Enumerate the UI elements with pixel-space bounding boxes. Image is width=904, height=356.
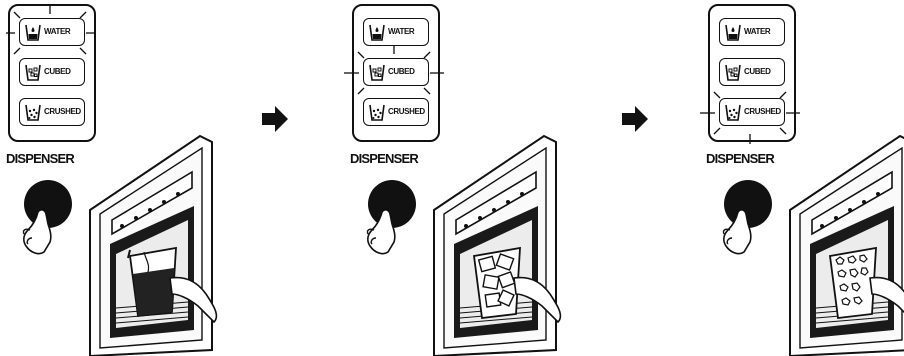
crushed-label: CRUSHED <box>744 107 781 116</box>
step-3: WATER CUBED CRUSHED <box>700 0 904 356</box>
step-2: WATER CUBED CRUSHED <box>344 0 644 356</box>
crushed-ice-cup-icon <box>368 102 386 122</box>
water-cup-icon <box>368 22 386 42</box>
crushed-ice-cup-icon <box>724 102 742 122</box>
cubed-label: CUBED <box>44 67 70 76</box>
crushed-label: CRUSHED <box>388 107 425 116</box>
crushed-button[interactable]: CRUSHED <box>363 98 429 126</box>
dispenser-press-icon <box>352 168 422 268</box>
cubed-button[interactable]: CUBED <box>363 58 429 86</box>
water-button[interactable]: WATER <box>363 18 429 46</box>
crushed-label: CRUSHED <box>44 107 81 116</box>
dispenser-label: DISPENSER <box>706 151 774 166</box>
water-label: WATER <box>44 27 70 36</box>
water-cup-icon <box>24 22 42 42</box>
cubed-ice-cup-icon <box>368 62 386 82</box>
water-cup-icon <box>724 22 742 42</box>
crushed-button[interactable]: CRUSHED <box>719 98 785 126</box>
cubed-ice-cup-icon <box>724 62 742 82</box>
control-panel: WATER CUBED CRUSHED <box>708 4 796 142</box>
control-panel: WATER CUBED CRUSHED <box>8 4 96 142</box>
refrigerator-dispenser <box>424 130 634 356</box>
dispenser-press-icon <box>8 168 78 268</box>
water-label: WATER <box>388 27 414 36</box>
cubed-button[interactable]: CUBED <box>719 58 785 86</box>
control-panel: WATER CUBED CRUSHED <box>352 4 440 142</box>
right-arrow-icon <box>620 104 650 134</box>
dispenser-label: DISPENSER <box>6 151 74 166</box>
cubed-button[interactable]: CUBED <box>19 58 85 86</box>
crushed-ice-cup-icon <box>24 102 42 122</box>
cubed-label: CUBED <box>744 67 770 76</box>
dispenser-label: DISPENSER <box>350 151 418 166</box>
water-button[interactable]: WATER <box>719 18 785 46</box>
water-label: WATER <box>744 27 770 36</box>
right-arrow-icon <box>260 104 290 134</box>
cubed-label: CUBED <box>388 67 414 76</box>
cubed-ice-cup-icon <box>24 62 42 82</box>
refrigerator-dispenser <box>780 130 904 356</box>
water-button[interactable]: WATER <box>19 18 85 46</box>
crushed-button[interactable]: CRUSHED <box>19 98 85 126</box>
dispenser-press-icon <box>708 168 778 268</box>
refrigerator-dispenser <box>80 130 290 356</box>
step-1: WATER CUBED CRUSHED <box>0 0 300 356</box>
